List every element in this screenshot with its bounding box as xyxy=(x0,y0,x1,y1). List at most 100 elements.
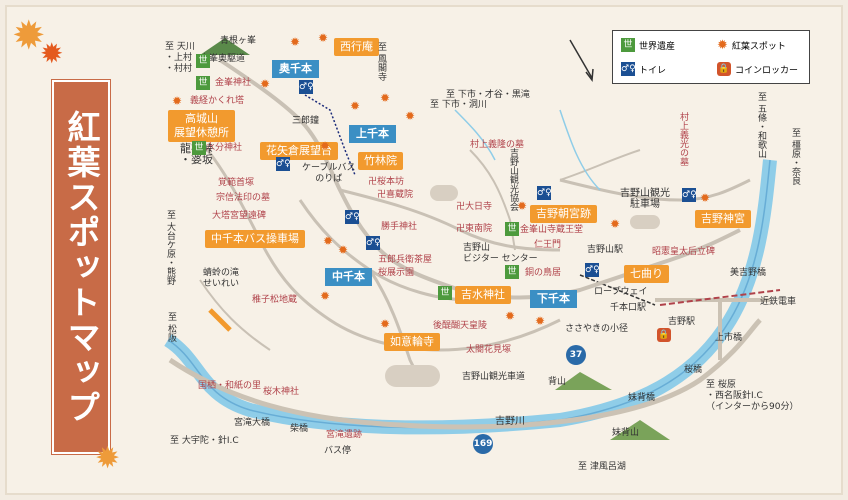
label-taiko: 太閤花見塚 xyxy=(466,345,512,355)
label-okusaka: 至 大台ケ原・熊野 xyxy=(165,210,175,285)
label-tenkawa: 至 天川 ・上村 ・村村 xyxy=(165,42,195,74)
maple-leaf-icon: ✹ xyxy=(700,191,711,205)
label-sanrodou: 三郎鐘 xyxy=(292,116,320,126)
area-oku-senbon[interactable]: 奥千本 xyxy=(272,60,319,78)
label-imoyama: 妹背山 xyxy=(612,428,640,438)
spot-yoshino-jingu[interactable]: 吉野神宮 xyxy=(695,210,751,228)
maple-leaf-icon: ✹ xyxy=(717,38,728,53)
spot-yoshino-asamiya[interactable]: 吉野朝宮跡 xyxy=(530,205,597,223)
label-matsu: 至 松阪 xyxy=(166,312,176,342)
label-daitou: 大塔宮望遠碑 xyxy=(212,211,267,221)
label-kintetsu: 近鉄電車 xyxy=(760,297,797,307)
maple-leaf-icon: ✹ xyxy=(610,217,621,231)
legend-autumn-spot-label: 紅葉スポット xyxy=(731,42,786,52)
coin-locker-icon: 🔒 xyxy=(717,62,731,76)
label-tonanin: 卍東南院 xyxy=(456,224,493,234)
world-heritage-icon: 世 xyxy=(196,54,210,68)
route-169-shield: 169 xyxy=(473,434,493,454)
maple-leaf-icon: ✹ xyxy=(260,77,271,91)
area-kami-senbon[interactable]: 上千本 xyxy=(349,125,396,143)
area-naka-senbon[interactable]: 中千本 xyxy=(325,268,372,286)
label-okumiya: 大峯奥駆道 xyxy=(200,54,246,64)
maple-leaf-icon: ✹ xyxy=(505,309,516,323)
label-senbonguchi: 千本口駅 xyxy=(610,303,647,313)
label-dokkan: 銅の鳥居 xyxy=(525,268,562,278)
label-sakura-jinja: 桜木神社 xyxy=(263,387,300,397)
world-heritage-icon: 世 xyxy=(196,76,210,90)
label-sasayaki: ささやきの小径 xyxy=(565,324,629,334)
label-kinpusen: 金峯山寺蔵王堂 xyxy=(520,225,584,235)
toilet-icon: ♂♀ xyxy=(345,210,360,224)
legend: 世 世界遺産 ✹ 紅葉スポット ♂♀ トイレ 🔒 コインロッカー xyxy=(612,30,810,84)
world-heritage-icon: 世 xyxy=(438,286,452,300)
label-murakami: 村上義光の墓 xyxy=(678,112,688,166)
label-visitor: 吉野山 ビジター センター xyxy=(463,243,538,264)
maple-leaf-icon: ✹ xyxy=(320,139,331,153)
label-kizouin: 卍喜蔵院 xyxy=(377,190,414,200)
maple-leaf-icon: ✹ xyxy=(40,37,64,70)
maple-leaf-icon: ✹ xyxy=(517,199,528,213)
label-miyataki-ruins: 宮滝遺跡 xyxy=(326,430,363,440)
toilet-icon: ♂♀ xyxy=(299,80,314,94)
label-kashihara: 至 橿原・奈良 xyxy=(790,128,800,185)
maple-leaf-icon: ✹ xyxy=(95,441,121,476)
label-ropeway: ロープウェイ xyxy=(594,287,648,297)
legend-world-heritage-label: 世界遺産 xyxy=(639,41,676,52)
spot-shichimagari[interactable]: 七曲り xyxy=(624,265,669,283)
maple-leaf-icon: ✹ xyxy=(405,109,416,123)
legend-locker-label: コインロッカー xyxy=(735,65,799,76)
label-yoshino-st: 吉野駅 xyxy=(668,317,696,327)
label-murakami-yoshiteru: 村上義隆の墓 xyxy=(470,140,525,150)
label-bus-stop: バス停 xyxy=(324,446,352,456)
label-sohin: 宗信法印の墓 xyxy=(216,193,271,203)
label-aokage: 青根ヶ峯 xyxy=(220,36,257,46)
label-kamiichi: 上市橋 xyxy=(715,333,743,343)
toilet-icon: ♂♀ xyxy=(682,188,697,202)
label-gojo: 至 五條・和歌山 xyxy=(756,92,766,158)
maple-leaf-icon: ✹ xyxy=(380,91,391,105)
legend-world-heritage: 世 世界遺産 xyxy=(621,38,675,52)
label-tsu: 至 津風呂湖 xyxy=(578,462,626,472)
toilet-icon: ♂♀ xyxy=(366,236,381,250)
label-cable-bus: ケーブルバス のりば xyxy=(302,163,356,184)
label-parking-yoshino: 吉野山観光 駐車場 xyxy=(620,188,670,210)
label-goshintai: 後醍醐天皇陵 xyxy=(433,321,488,331)
label-gorobei: 五郎兵衛茶屋 xyxy=(378,255,433,265)
spot-nakasenbon-bus[interactable]: 中千本バス操車場 xyxy=(205,230,305,248)
label-shimoichi2: 至 下市・才谷・黒滝 xyxy=(446,90,530,100)
label-komyou: 蜻蛉の滝 せいれい xyxy=(203,268,240,289)
maple-leaf-icon: ✹ xyxy=(380,317,391,331)
spot-yoshimizu[interactable]: 吉水神社 xyxy=(455,286,511,304)
spot-chikurinin[interactable]: 竹林院 xyxy=(358,152,403,170)
label-hou: 至 鳳閣寺 xyxy=(376,42,386,81)
label-kami-ichi-ic: 至 桜原 ・西名阪針I.C （インターから90分） xyxy=(706,380,799,412)
spot-takagiyama[interactable]: 高城山 展望休憩所 xyxy=(168,110,235,142)
label-yoshitsune: 義経かくれ塔 xyxy=(190,96,245,106)
label-kannonin: 覚範首塚 xyxy=(218,178,255,188)
spot-saigyoan[interactable]: 西行庵 xyxy=(334,38,379,56)
spot-hanayagura[interactable]: 花矢倉展望台 xyxy=(260,142,338,160)
label-yoshino-river: 吉野川 xyxy=(495,416,525,427)
legend-locker: 🔒 コインロッカー xyxy=(717,62,798,76)
label-kuni: 国栖・和紙の里 xyxy=(198,381,262,391)
toilet-icon: ♂♀ xyxy=(585,263,600,277)
maple-leaf-icon: ✹ xyxy=(172,94,183,108)
label-yoshino-eki: 吉野山駅 xyxy=(587,245,624,255)
maple-leaf-icon: ✹ xyxy=(350,99,361,113)
label-kankou-kyoukai: 吉野山観光協会 xyxy=(508,148,518,211)
area-shimo-senbon[interactable]: 下千本 xyxy=(530,290,577,308)
toilet-icon: ♂♀ xyxy=(621,62,636,76)
world-heritage-icon: 世 xyxy=(192,141,206,155)
spot-nyoirinji[interactable]: 如意輪寺 xyxy=(384,333,440,351)
coin-locker-icon: 🔒 xyxy=(657,328,671,342)
world-heritage-icon: 世 xyxy=(505,222,519,236)
label-chigo: 稚子松地蔵 xyxy=(252,295,298,305)
label-mikumari: 水分神社 xyxy=(206,143,243,153)
maple-leaf-icon: ✹ xyxy=(318,31,329,45)
maple-leaf-icon: ✹ xyxy=(290,35,301,49)
maple-leaf-icon: ✹ xyxy=(338,243,349,257)
map-title: 紅葉スポットマップ xyxy=(51,79,111,455)
label-sakuramoto: 卍桜本坊 xyxy=(368,177,405,187)
